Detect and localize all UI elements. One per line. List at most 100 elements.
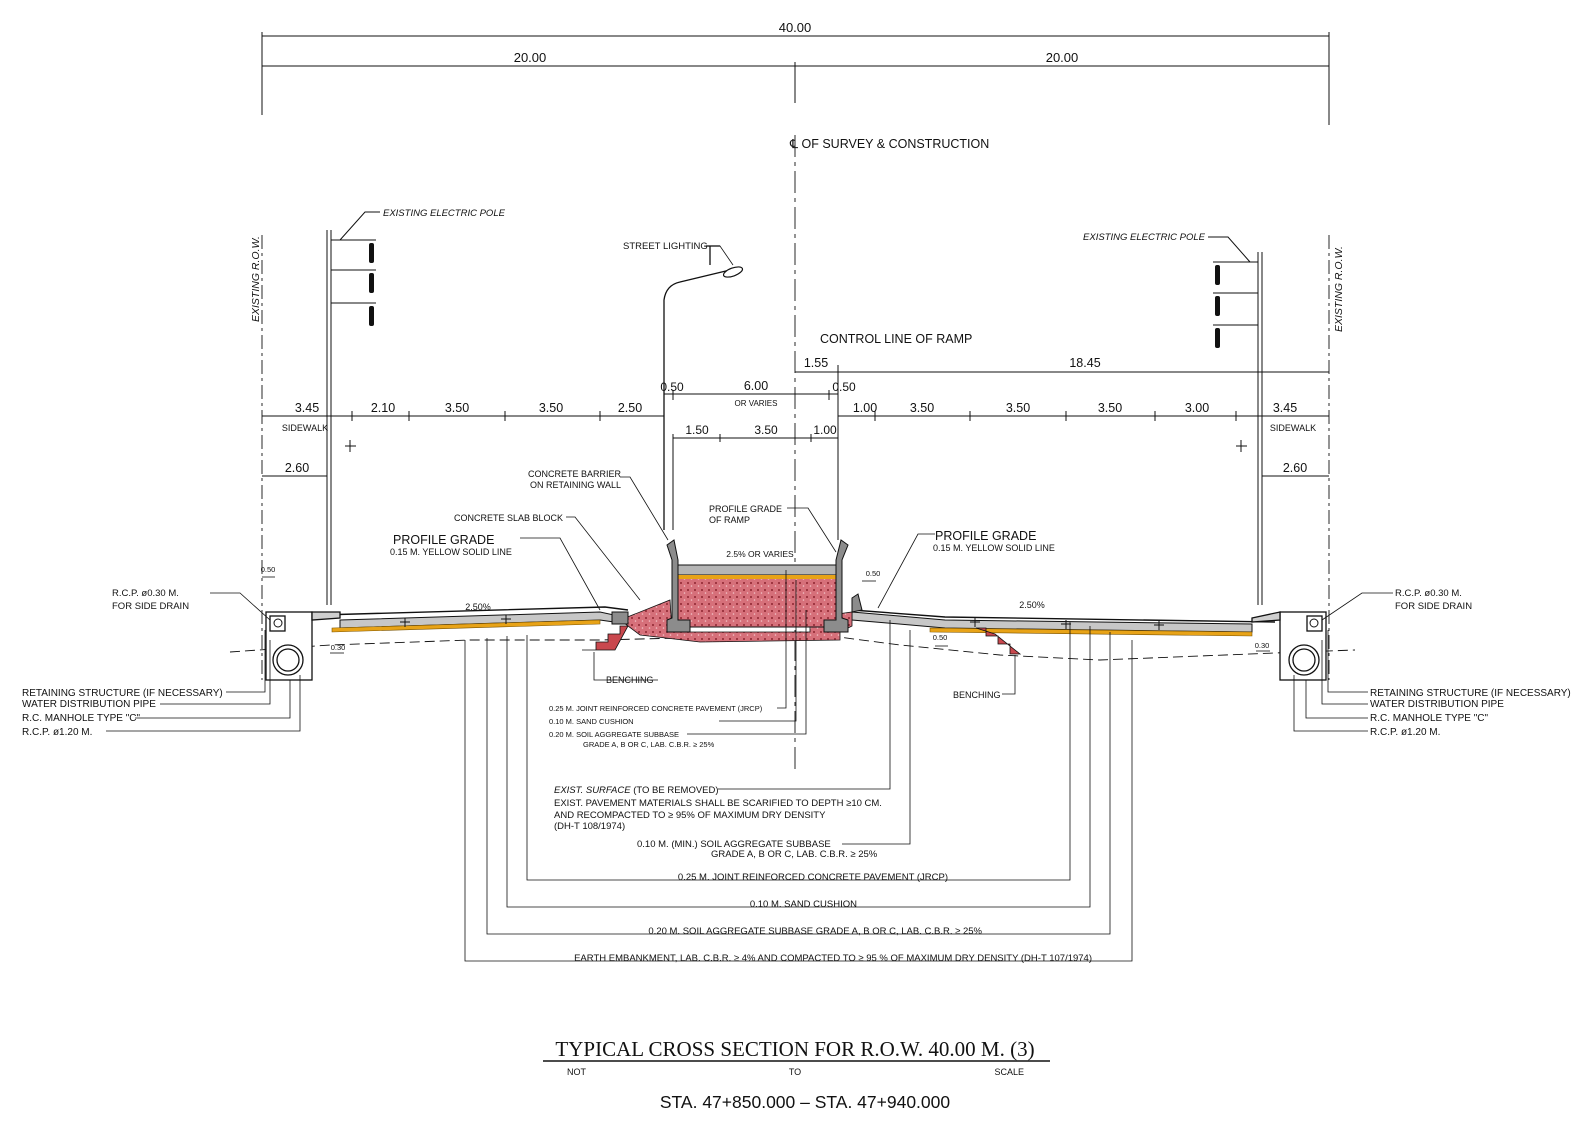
dim-right-345: 3.45 [1273, 401, 1297, 415]
side-drain-left [273, 618, 283, 628]
drawing-title: TYPICAL CROSS SECTION FOR R.O.W. 40.00 M… [555, 1037, 1034, 1061]
insulators-left [369, 243, 374, 326]
dim-median-050-right: 0.50 [832, 380, 856, 394]
right-callout-2: R.C. MANHOLE TYPE "C" [1370, 713, 1488, 724]
station-range: STA. 47+850.000 – STA. 47+940.000 [660, 1092, 951, 1112]
barrier-label-2: ON RETAINING WALL [530, 480, 621, 490]
slab-block-label: CONCRETE SLAB BLOCK [454, 513, 563, 523]
scale-to: TO [789, 1067, 801, 1077]
dim-right-350c: 3.50 [1098, 401, 1122, 415]
small-050-mid: 0.50 [933, 633, 948, 642]
ramp-yellow [674, 575, 840, 579]
pg-left-label-1: PROFILE GRADE [393, 533, 494, 547]
dim-left-345: 3.45 [295, 401, 319, 415]
pg-right-label-1: PROFILE GRADE [935, 529, 1036, 543]
ramp-layer-2: 0.20 M. SOIL AGGREGATE SUBBASE [549, 730, 679, 739]
left-callout-1: WATER DISTRIBUTION PIPE [22, 699, 156, 710]
control-line-label: CONTROL LINE OF RAMP [820, 332, 972, 346]
dim-half-right: 20.00 [1046, 50, 1079, 65]
pg-ramp-label-1: PROFILE GRADE [709, 504, 782, 514]
rcp-right-2: FOR SIDE DRAIN [1395, 601, 1472, 612]
dim-right-350b: 3.50 [1006, 401, 1030, 415]
left-pavement-yellow [331, 619, 601, 633]
dim-offset-right: 2.60 [1283, 461, 1307, 475]
dim-left-210: 2.10 [371, 401, 395, 415]
ramp-layer-1: 0.10 M. SAND CUSHION [549, 717, 634, 726]
exist-surface-label: EXIST. SURFACE (TO BE REMOVED) [554, 785, 719, 796]
slope-left: 2.50% [465, 602, 491, 612]
right-pavement-yellow [929, 627, 1253, 637]
benching-right [975, 627, 1022, 655]
exist-line-0: EXIST. PAVEMENT MATERIALS SHALL BE SCARI… [554, 798, 882, 809]
left-callout-2: R.C. MANHOLE TYPE "C" [22, 713, 140, 724]
left-callout-3: R.C.P. ø1.20 M. [22, 727, 92, 738]
dim-ramp-1845: 18.45 [1069, 356, 1100, 370]
dim-right-350a: 3.50 [910, 401, 934, 415]
street-lighting-label: STREET LIGHTING [623, 241, 708, 252]
dim-left-350b: 3.50 [539, 401, 563, 415]
main-layer-3: EARTH EMBANKMENT, LAB. C.B.R. ≥ 4% AND C… [574, 953, 1092, 964]
ramp-layer-0: 0.25 M. JOINT REINFORCED CONCRETE PAVEME… [549, 704, 763, 713]
benching-right-label: BENCHING [953, 690, 1001, 700]
exist-line-2: (DH-T 108/1974) [554, 821, 625, 832]
pavement-joint-marks [400, 615, 1164, 630]
main-layer-2: 0.20 M. SOIL AGGREGATE SUBBASE GRADE A, … [648, 926, 982, 937]
slope-ramp: 2.5% OR VARIES [726, 549, 794, 559]
row-lines [261, 235, 1330, 680]
scale-not: NOT [567, 1067, 587, 1077]
right-callout-1: WATER DISTRIBUTION PIPE [1370, 699, 1504, 710]
sidewalk-right: SIDEWALK [1270, 423, 1316, 433]
dim-half-left: 20.00 [514, 50, 547, 65]
pg-right-label-2: 0.15 M. YELLOW SOLID LINE [933, 543, 1055, 553]
right-pavement-surface [851, 609, 1276, 623]
rcp-right-1: R.C.P. ø0.30 M. [1395, 588, 1462, 599]
rcp-left-2: FOR SIDE DRAIN [112, 601, 189, 612]
sidewalk-left: SIDEWALK [282, 423, 328, 433]
dim-ramp-100: 1.00 [813, 423, 837, 437]
exist-surface-rest: (TO BE REMOVED) [633, 785, 718, 796]
ramp-fill [673, 576, 841, 628]
centerline-label: ℄ OF SURVEY & CONSTRUCTION [789, 137, 989, 151]
exist-line-1: AND RECOMPACTED TO ≥ 95% OF MAXIMUM DRY … [554, 810, 826, 821]
electric-pole-right [1208, 236, 1263, 605]
insulators-right [1215, 265, 1220, 348]
dim-left-250: 2.50 [618, 401, 642, 415]
dim-right-100: 1.00 [853, 401, 877, 415]
leader-lines [106, 245, 1393, 962]
dim-median-varies: OR VARIES [735, 399, 778, 408]
manhole-left [265, 611, 341, 681]
pg-left-label-2: 0.15 M. YELLOW SOLID LINE [390, 547, 512, 557]
dim-median-050-left: 0.50 [660, 380, 684, 394]
curb-right [851, 593, 863, 613]
benching-left [582, 625, 629, 651]
side-drain-right [1309, 618, 1319, 628]
row-right-label: EXISTING R.O.W. [1333, 246, 1345, 332]
dim-ramp-155: 1.55 [804, 356, 828, 370]
left-pavement-surface [319, 606, 629, 616]
scale-scale: SCALE [994, 1067, 1024, 1077]
main-layer-1: 0.10 M. SAND CUSHION [750, 899, 857, 910]
street-light-head [722, 266, 744, 278]
barrier-label-1: CONCRETE BARRIER [528, 469, 622, 479]
right-callout-3: R.C.P. ø1.20 M. [1370, 727, 1440, 738]
pole-right-label: EXISTING ELECTRIC POLE [1083, 232, 1206, 243]
ramp-layer-3: GRADE A, B OR C, LAB. C.B.R. ≥ 25% [583, 740, 715, 749]
dim-ramp-350: 3.50 [754, 423, 778, 437]
existing-ground-line [229, 631, 1356, 661]
dimension-ticks [345, 411, 1247, 452]
min-subbase-1: 0.10 M. (MIN.) SOIL AGGREGATE SUBBASE [637, 839, 831, 850]
right-callout-0: RETAINING STRUCTURE (IF NECESSARY) [1370, 688, 1571, 699]
retaining-wall-left [666, 539, 691, 633]
ramp-slab [673, 564, 841, 576]
row-left-label: EXISTING R.O.W. [250, 236, 262, 322]
pg-ramp-label-2: OF RAMP [709, 515, 750, 525]
slope-right: 2.50% [1019, 600, 1045, 610]
small-030-right: 0.30 [1255, 641, 1270, 650]
small-030-left: 0.30 [331, 643, 346, 652]
manhole-right [1251, 611, 1327, 681]
small-050-left: 0.50 [261, 565, 276, 574]
dim-left-350a: 3.50 [445, 401, 469, 415]
concrete-slab-block [611, 611, 629, 625]
electric-pole-left [326, 211, 380, 605]
